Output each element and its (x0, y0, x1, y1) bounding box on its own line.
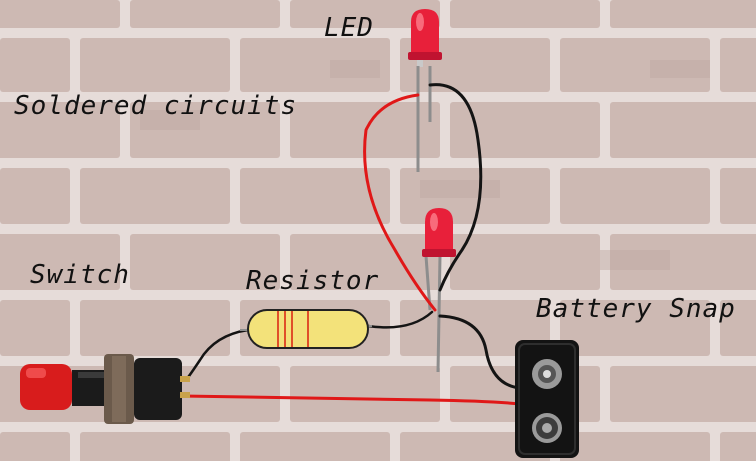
battery-snap-label: Battery Snap (536, 294, 736, 324)
resistor-label: Resistor (246, 266, 380, 296)
battery-snap-icon (515, 340, 579, 458)
switch-label: Switch (30, 260, 130, 290)
switch-icon (20, 354, 190, 424)
wiring (180, 83, 522, 406)
led-icon (408, 9, 442, 172)
soldered-circuits-label: Soldered circuits (14, 91, 298, 121)
resistor-icon (240, 309, 372, 349)
led-label: LED (324, 13, 374, 43)
